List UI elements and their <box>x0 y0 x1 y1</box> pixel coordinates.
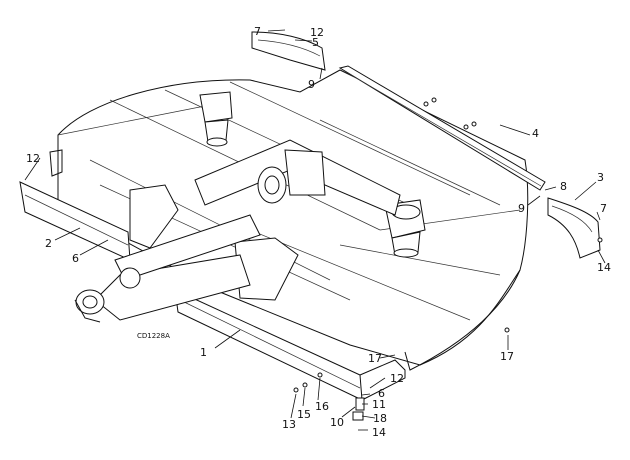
callout-5: 5 <box>312 36 319 49</box>
callout-11: 11 <box>372 398 386 411</box>
callout-17-right: 17 <box>500 350 514 363</box>
callout-4: 4 <box>532 127 539 140</box>
leader-lines <box>24 29 606 431</box>
hitch-frame <box>74 184 299 323</box>
callout-16: 16 <box>315 400 329 413</box>
right-corner-skirt <box>547 197 601 259</box>
callout-2: 2 <box>45 237 52 250</box>
callout-12-top: 12 <box>310 26 324 39</box>
callout-12-front: 12 <box>390 372 404 385</box>
callout-17-front: 17 <box>368 352 382 365</box>
hardware-bolts <box>293 97 603 421</box>
callout-9-right: 9 <box>518 202 525 215</box>
callout-7-right: 7 <box>600 202 607 215</box>
rear-deflector-rail <box>338 65 546 191</box>
callout-18: 18 <box>373 412 387 425</box>
callout-12-left: 12 <box>26 152 40 165</box>
callout-6-front: 6 <box>378 387 385 400</box>
callout-labels: 7 12 5 9 4 3 8 9 7 14 12 2 6 1 17 17 12 … <box>26 25 611 439</box>
mower-deck <box>57 69 529 371</box>
callout-10: 10 <box>330 416 344 429</box>
callout-14-bottom: 14 <box>372 426 386 439</box>
callout-6-left: 6 <box>72 252 79 265</box>
callout-14-right: 14 <box>597 261 611 274</box>
callout-15: 15 <box>297 408 311 421</box>
callout-8: 8 <box>560 180 567 193</box>
driveline-tube <box>194 139 401 216</box>
callout-9-top: 9 <box>308 78 315 91</box>
callout-7-top: 7 <box>254 25 261 38</box>
callout-13: 13 <box>282 418 296 431</box>
callout-1: 1 <box>200 346 207 359</box>
callout-3: 3 <box>597 171 604 184</box>
center-gearbox <box>199 91 233 147</box>
figure-code: CD1228A <box>137 332 170 340</box>
